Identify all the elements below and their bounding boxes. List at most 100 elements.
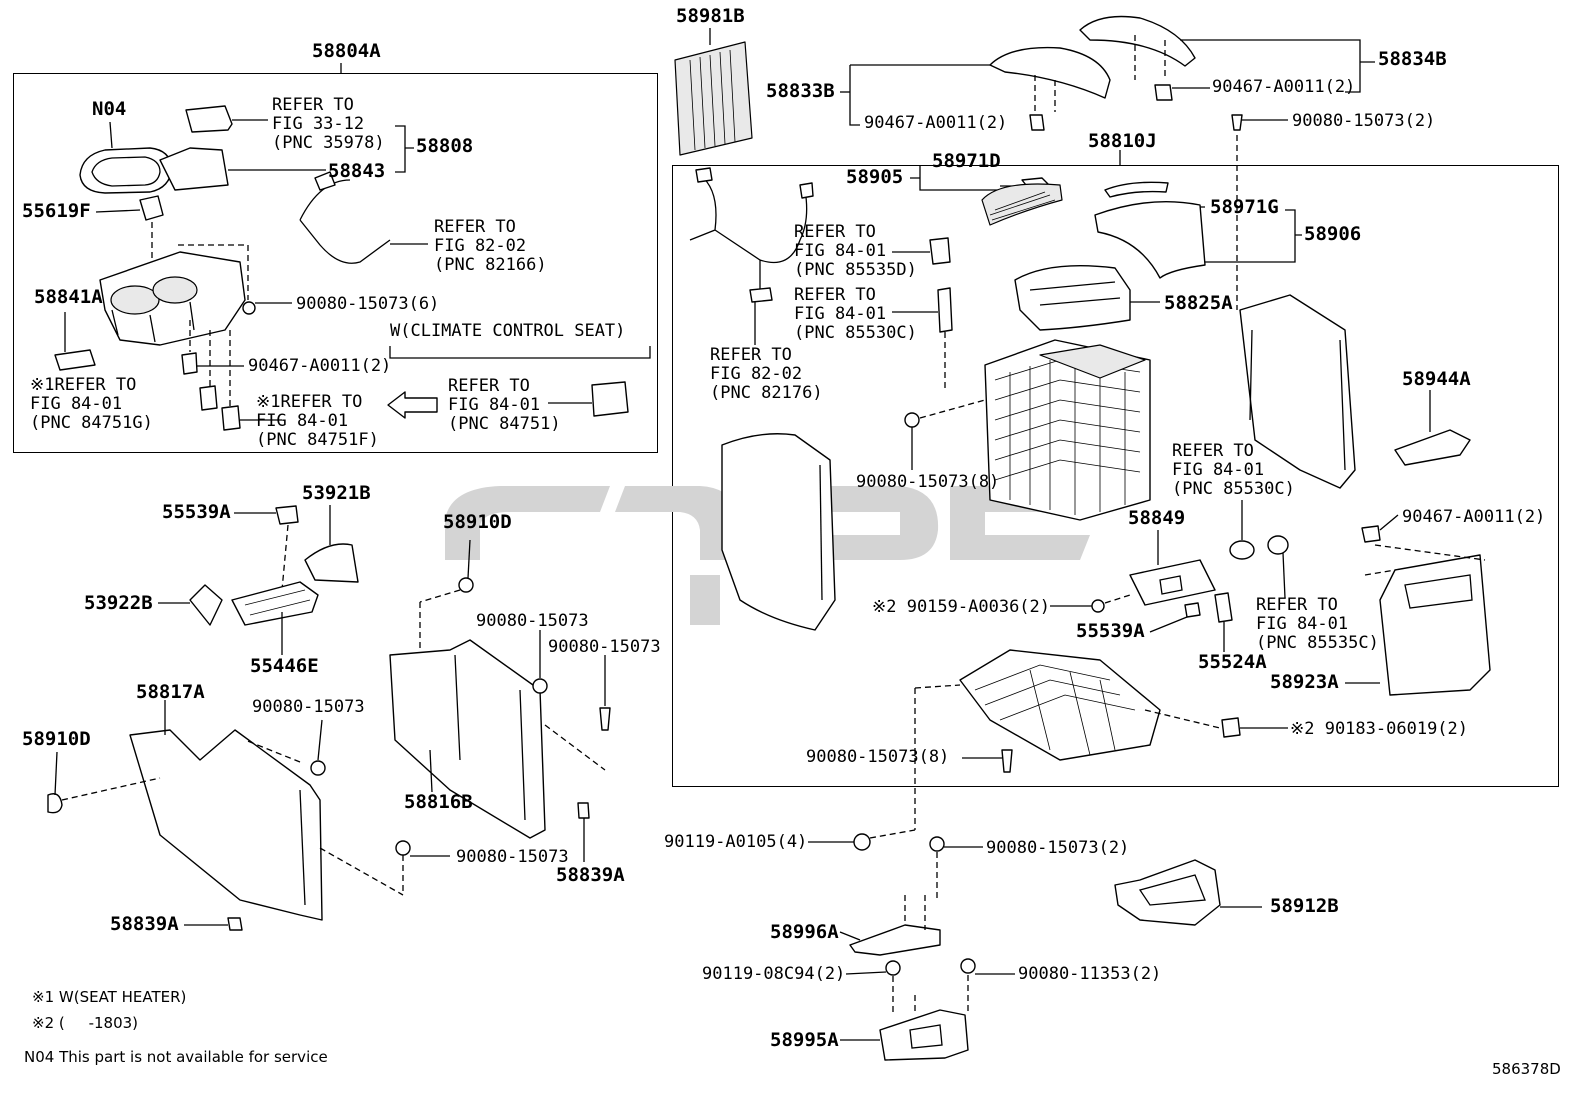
footnote-seat-heater: ※1 W(SEAT HEATER) [32, 988, 187, 1006]
panel-58923A [1379, 554, 1491, 696]
label-90080-2a: 90080-15073(2) [1292, 111, 1436, 131]
label-58905: 58905 [846, 166, 904, 188]
part-58843 [159, 147, 229, 191]
part-53921B [304, 543, 359, 583]
label-55446E: 55446E [250, 655, 319, 677]
label-90467-2a: 90467-A0011(2) [248, 356, 392, 376]
plate-58995A [879, 1009, 969, 1061]
part-55446E [231, 581, 319, 626]
label-58834B: 58834B [1378, 48, 1447, 70]
label-53921B: 53921B [302, 482, 371, 504]
label-90080-6: 90080-15073(6) [296, 294, 440, 314]
label-58817A: 58817A [136, 681, 205, 703]
label-58808: 58808 [416, 135, 474, 157]
label-55539A-b: 55539A [1076, 620, 1145, 642]
label-58906: 58906 [1304, 223, 1362, 245]
label-55524A: 55524A [1198, 651, 1267, 673]
label-58825A: 58825A [1164, 292, 1233, 314]
panel-left-inner [721, 433, 836, 631]
label-refer-84751g: ※1REFER TO FIG 84-01 (PNC 84751G) [30, 375, 153, 433]
module-84751 [591, 381, 629, 417]
label-N04: N04 [92, 98, 127, 120]
armrest-58833B [989, 46, 1111, 99]
console-box-58810J [984, 339, 1151, 521]
label-90080-b: 90080-15073 [548, 637, 661, 657]
panel-58981B [674, 41, 753, 156]
label-58839A-a: 58839A [556, 864, 625, 886]
label-90119-a0105: 90119-A0105(4) [664, 832, 808, 852]
label-90467-2d: 90467-A0011(2) [1402, 507, 1546, 527]
label-55619F: 55619F [22, 200, 91, 222]
arrow-icon [387, 391, 438, 419]
label-90080-2b: 90080-15073(2) [986, 838, 1130, 858]
label-58810J: 58810J [1088, 130, 1157, 152]
base-bracket [959, 649, 1161, 761]
footnote-1803: ※2 ( -1803) [32, 1014, 139, 1032]
label-58995A: 58995A [770, 1029, 839, 1051]
label-refer-85530c-b: REFER TO FIG 84-01 (PNC 85530C) [1172, 441, 1295, 499]
label-refer-84751f: ※1REFER TO FIG 84-01 (PNC 84751F) [256, 392, 379, 450]
part-35978 [185, 105, 233, 133]
n04-tray [79, 147, 173, 194]
label-refer-84751: REFER TO FIG 84-01 (PNC 84751) [448, 376, 561, 434]
label-55539A-a: 55539A [162, 501, 231, 523]
label-58816B: 58816B [404, 791, 473, 813]
label-refer-3312: REFER TO FIG 33-12 (PNC 35978) [272, 95, 385, 153]
tray-58825A [1014, 265, 1131, 331]
group-box-58804A [13, 73, 658, 453]
label-90467-2b: 90467-A0011(2) [864, 113, 1008, 133]
label-58839A-b: 58839A [110, 913, 179, 935]
label-58971D: 58971D [932, 150, 1001, 172]
label-90080-11353: 90080-11353(2) [1018, 964, 1162, 984]
label-90080-d: 90080-15073 [456, 847, 569, 867]
label-refer-85535d: REFER TO FIG 84-01 (PNC 85535D) [794, 222, 917, 280]
diagram-id: 586378D [1492, 1060, 1561, 1078]
label-58912B: 58912B [1270, 895, 1339, 917]
wire-82166 [299, 179, 391, 264]
harness-82176 [689, 174, 808, 300]
label-58923A: 58923A [1270, 671, 1339, 693]
label-climate: W(CLIMATE CONTROL SEAT) [390, 321, 626, 341]
label-90119-08c94: 90119-08C94(2) [702, 964, 846, 984]
label-refer-8202a: REFER TO FIG 82-02 (PNC 82166) [434, 217, 547, 275]
label-refer-82176: REFER TO FIG 82-02 (PNC 82176) [710, 345, 823, 403]
label-90080-8b: 90080-15073(8) [806, 747, 950, 767]
label-90159: ※2 90159-A0036(2) [872, 597, 1051, 617]
label-58971G: 58971G [1210, 196, 1279, 218]
label-58910D-b: 58910D [22, 728, 91, 750]
label-refer-85535c: REFER TO FIG 84-01 (PNC 85535C) [1256, 595, 1379, 653]
cupholder-58841A [99, 251, 246, 346]
label-58804A: 58804A [312, 40, 381, 62]
label-58849: 58849 [1128, 507, 1186, 529]
label-90467-2c: 90467-A0011(2) [1212, 77, 1356, 97]
label-58841A: 58841A [34, 286, 103, 308]
label-90080-c: 90080-15073 [252, 697, 365, 717]
switch-55619F [139, 195, 164, 221]
label-90183: ※2 90183-06019(2) [1290, 719, 1469, 739]
label-refer-85530c-a: REFER TO FIG 84-01 (PNC 85530C) [794, 285, 917, 343]
part-58841A-small [54, 349, 96, 371]
part-58912B [1114, 859, 1221, 926]
group-box-58810J [672, 165, 1559, 787]
label-53922B: 53922B [84, 592, 153, 614]
part-53922B [189, 584, 223, 626]
armrest-58834B [1079, 15, 1196, 67]
label-90080-8a: 90080-15073(8) [856, 472, 1000, 492]
trim-right-58944A-area [1239, 294, 1356, 489]
part-58944A [1394, 429, 1471, 466]
label-58996A: 58996A [770, 921, 839, 943]
lid-58906 [1094, 200, 1206, 279]
label-58910D-a: 58910D [443, 511, 512, 533]
label-58833B: 58833B [766, 80, 835, 102]
footnote-n04: N04 This part is not available for servi… [24, 1048, 328, 1066]
panel-58816B [389, 639, 546, 839]
clip-58910D [47, 793, 63, 814]
label-90080-a: 90080-15073 [476, 611, 589, 631]
panel-58817A [129, 729, 323, 921]
label-58843: 58843 [328, 160, 386, 182]
switch-panel-58849 [1129, 559, 1216, 606]
bracket-58996A [849, 924, 941, 956]
label-58981B: 58981B [676, 5, 745, 27]
